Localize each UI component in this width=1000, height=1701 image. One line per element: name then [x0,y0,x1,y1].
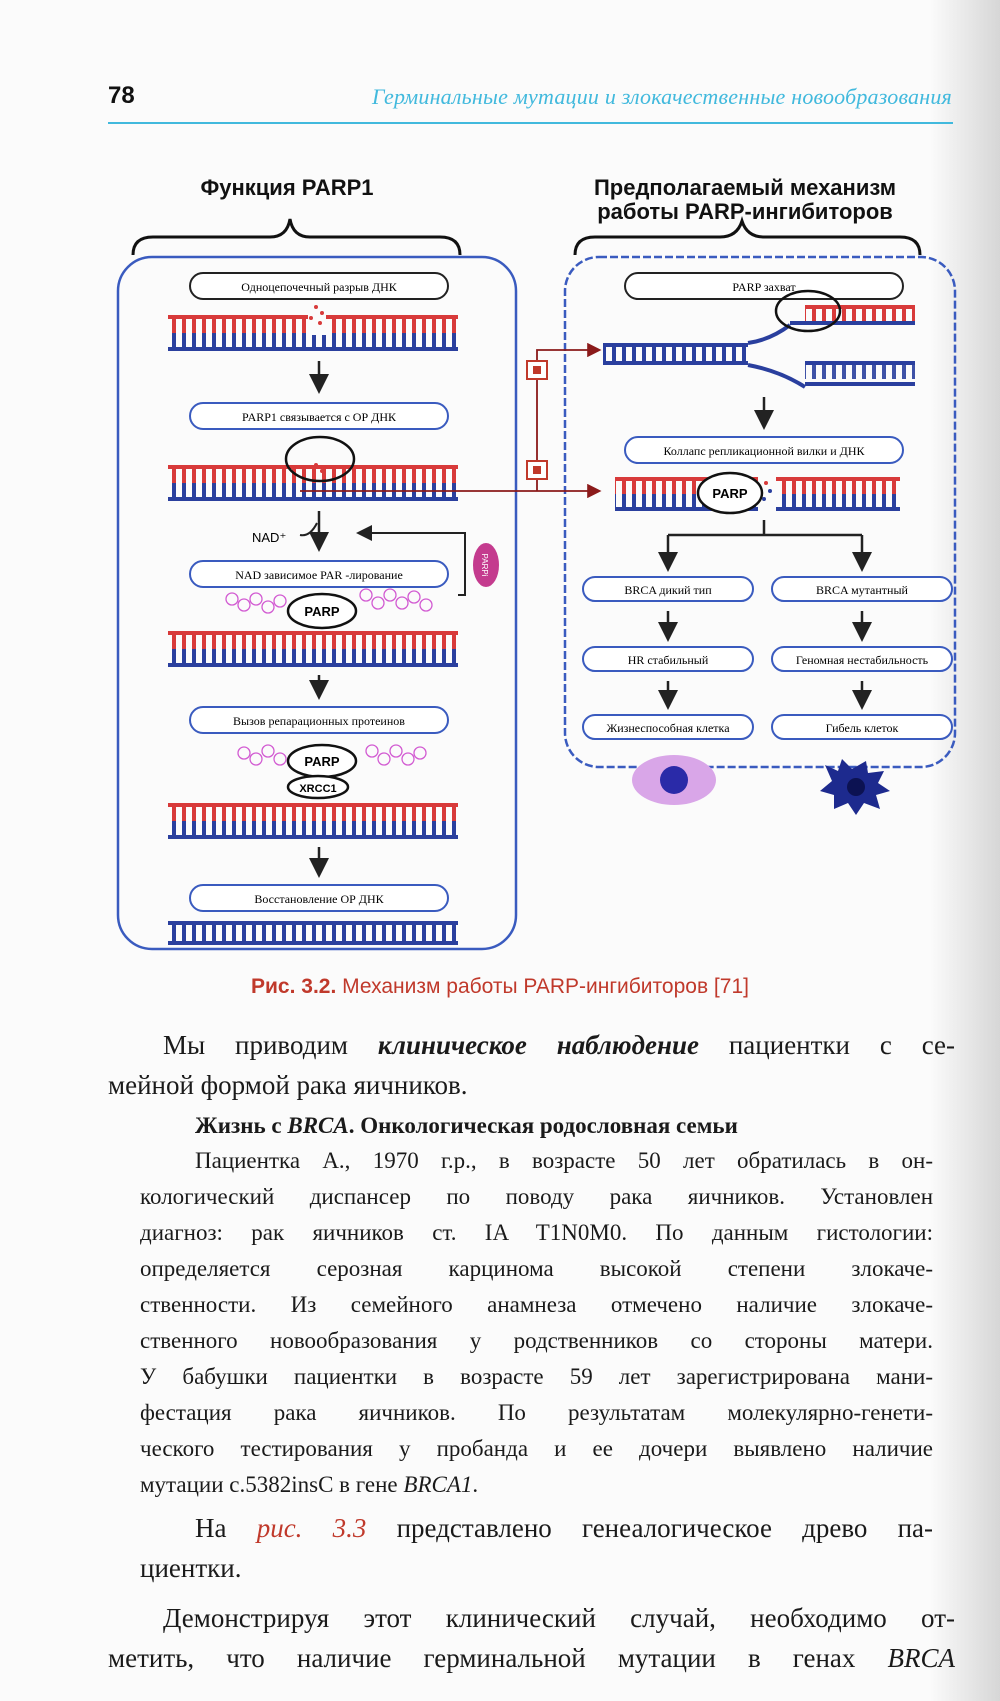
right-panel-title-2: работы PARP-ингибиторов [597,199,893,224]
header-rule [108,122,953,124]
svg-text:BRCA мутантный: BRCA мутантный [816,583,908,597]
case-line-1: Пациентка А., 1970 г.р., в возрасте 50 л… [195,1148,933,1173]
cell-death: Гибель клеток [771,714,953,740]
case-line-6: ственного новообразования у родственнико… [140,1328,933,1353]
svg-text:PARP: PARP [304,754,339,769]
nad-arrow [299,522,318,537]
figure-reference-link[interactable]: рис. 3.3 [256,1513,367,1543]
viable-cell-icon [632,755,716,805]
dna-repair [168,803,458,839]
parp-on-dna-2: PARP [286,743,358,779]
replication-fork [603,289,915,389]
svg-text:XRCC1: XRCC1 [299,783,336,795]
caption-label: Рис. 3.2. [251,975,337,998]
parp-figure: Функция PARP1 Предполагаемый механизм ра… [116,175,957,951]
left-step-5: Восстановление ОР ДНК [189,884,449,912]
caption-text: Механизм работы PARP-ингибиторов [71] [342,975,749,998]
connector-marker-2 [526,460,548,480]
nad-label: NAD⁺ [252,530,286,545]
paragraph-2-line-2: циентки. [140,1553,242,1583]
genomic-instability: Геномная нестабильность [771,646,953,672]
left-panel-title: Функция PARP1 [200,175,373,200]
right-panel-frame [563,255,957,769]
paragraph-1-line-1: Мы приводим клиническое наблюдение пацие… [163,1030,956,1060]
case-heading: Жизнь с BRCA. Онкологическая родословная… [195,1113,738,1138]
dna-par [168,631,458,667]
svg-text:PARPi: PARPi [480,554,489,577]
connector-marker-1 [526,360,548,380]
dna-strand-break [168,305,458,351]
left-step-1: Одноцепочечный разрыв ДНК [189,272,449,300]
clinical-observation-emphasis: клиническое наблюдение [377,1030,699,1060]
trap-connector [536,342,602,491]
paragraph-3-line-1: Демонстрируя этот клинический случай, не… [163,1603,955,1633]
paragraph-3-line-2: метить, что наличие герминальной мутации… [108,1643,955,1673]
right-step-1: PARP захват [624,272,904,300]
hr-stable: HR стабильный [582,646,754,672]
page-edge-shadow [930,0,1000,1701]
case-line-2: кологический диспансер по поводу рака яи… [140,1184,933,1209]
left-panel-frame [116,255,518,951]
svg-text:PARP захват: PARP захват [732,280,796,294]
brca-mutant: BRCA мутантный [771,576,953,602]
case-line-5: ственности. Из семейного анамнеза отмече… [140,1292,933,1317]
svg-text:BRCA дикий тип: BRCA дикий тип [624,583,712,597]
right-step-2: Коллапс репликационной вилки и ДНК [624,436,904,464]
parp-on-dna-1: PARP [286,592,358,630]
left-step-2: PARP1 связывается с ОР ДНК [189,402,449,430]
parp-trapped: PARP [696,471,764,515]
svg-text:Одноцепочечный разрыв ДНК: Одноцепочечный разрыв ДНК [241,280,398,294]
svg-text:Коллапс репликационной вилки и: Коллапс репликационной вилки и ДНК [664,444,866,458]
svg-text:Геномная нестабильность: Геномная нестабильность [796,653,929,667]
par-chains-2 [237,744,427,766]
xrcc1-protein: XRCC1 [286,774,350,800]
case-line-8: фестация рака яичников. По результатам м… [140,1400,933,1425]
page-number: 78 [108,82,135,109]
dna-restored [168,921,458,945]
case-line-4: определяется серозная карцинома высокой … [140,1256,933,1281]
brca-wildtype: BRCA дикий тип [582,576,754,602]
paragraph-1-line-2: мейной формой рака яичников. [108,1070,468,1100]
dna-parp-bound [168,435,458,501]
left-step-3: NAD зависимое PAR -лирование [189,560,449,588]
right-panel-title-1: Предполагаемый механизм [594,175,896,200]
case-line-10: мутации c.5382insC в гене BRCA1. [140,1472,479,1497]
paragraph-2-line-1: На рис. 3.3 представлено генеалогическое… [195,1513,934,1543]
svg-text:HR стабильный: HR стабильный [628,653,709,667]
svg-text:Гибель клеток: Гибель клеток [826,721,899,735]
case-line-7: У бабушки пациентки в возрасте 59 лет за… [140,1364,933,1389]
inhibitor-feedback-line [356,525,466,596]
svg-text:NAD зависимое PAR -лирование: NAD зависимое PAR -лирование [235,568,403,582]
svg-text:PARP: PARP [712,486,747,501]
left-brace [131,218,462,256]
viable-cell: Жизнеспособная клетка [582,714,754,740]
figure-caption: Рис. 3.2. Механизм работы PARP-ингибитор… [0,975,1000,999]
svg-text:PARP: PARP [304,604,339,619]
svg-text:PARP1 связывается с ОР ДНК: PARP1 связывается с ОР ДНК [242,410,397,424]
right-brace [573,215,922,256]
branch-split [668,520,862,537]
svg-text:Восстановление ОР ДНК: Восстановление ОР ДНК [254,892,384,906]
parp-inhibitor-icon: PARPi [473,543,499,587]
case-line-9: ческого тестирования у пробанда и ее доч… [140,1436,933,1461]
left-step-4: Вызов репарационных протеинов [189,706,449,734]
case-line-3: диагноз: рак яичников ст. IA T1N0M0. По … [140,1220,933,1245]
running-title: Герминальные мутации и злокачественные н… [372,84,952,109]
par-chains-1 [225,588,433,614]
dead-cell-icon [820,759,890,815]
svg-text:Вызов репарационных протеинов: Вызов репарационных протеинов [233,714,405,728]
svg-text:Жизнеспособная клетка: Жизнеспособная клетка [606,721,730,735]
